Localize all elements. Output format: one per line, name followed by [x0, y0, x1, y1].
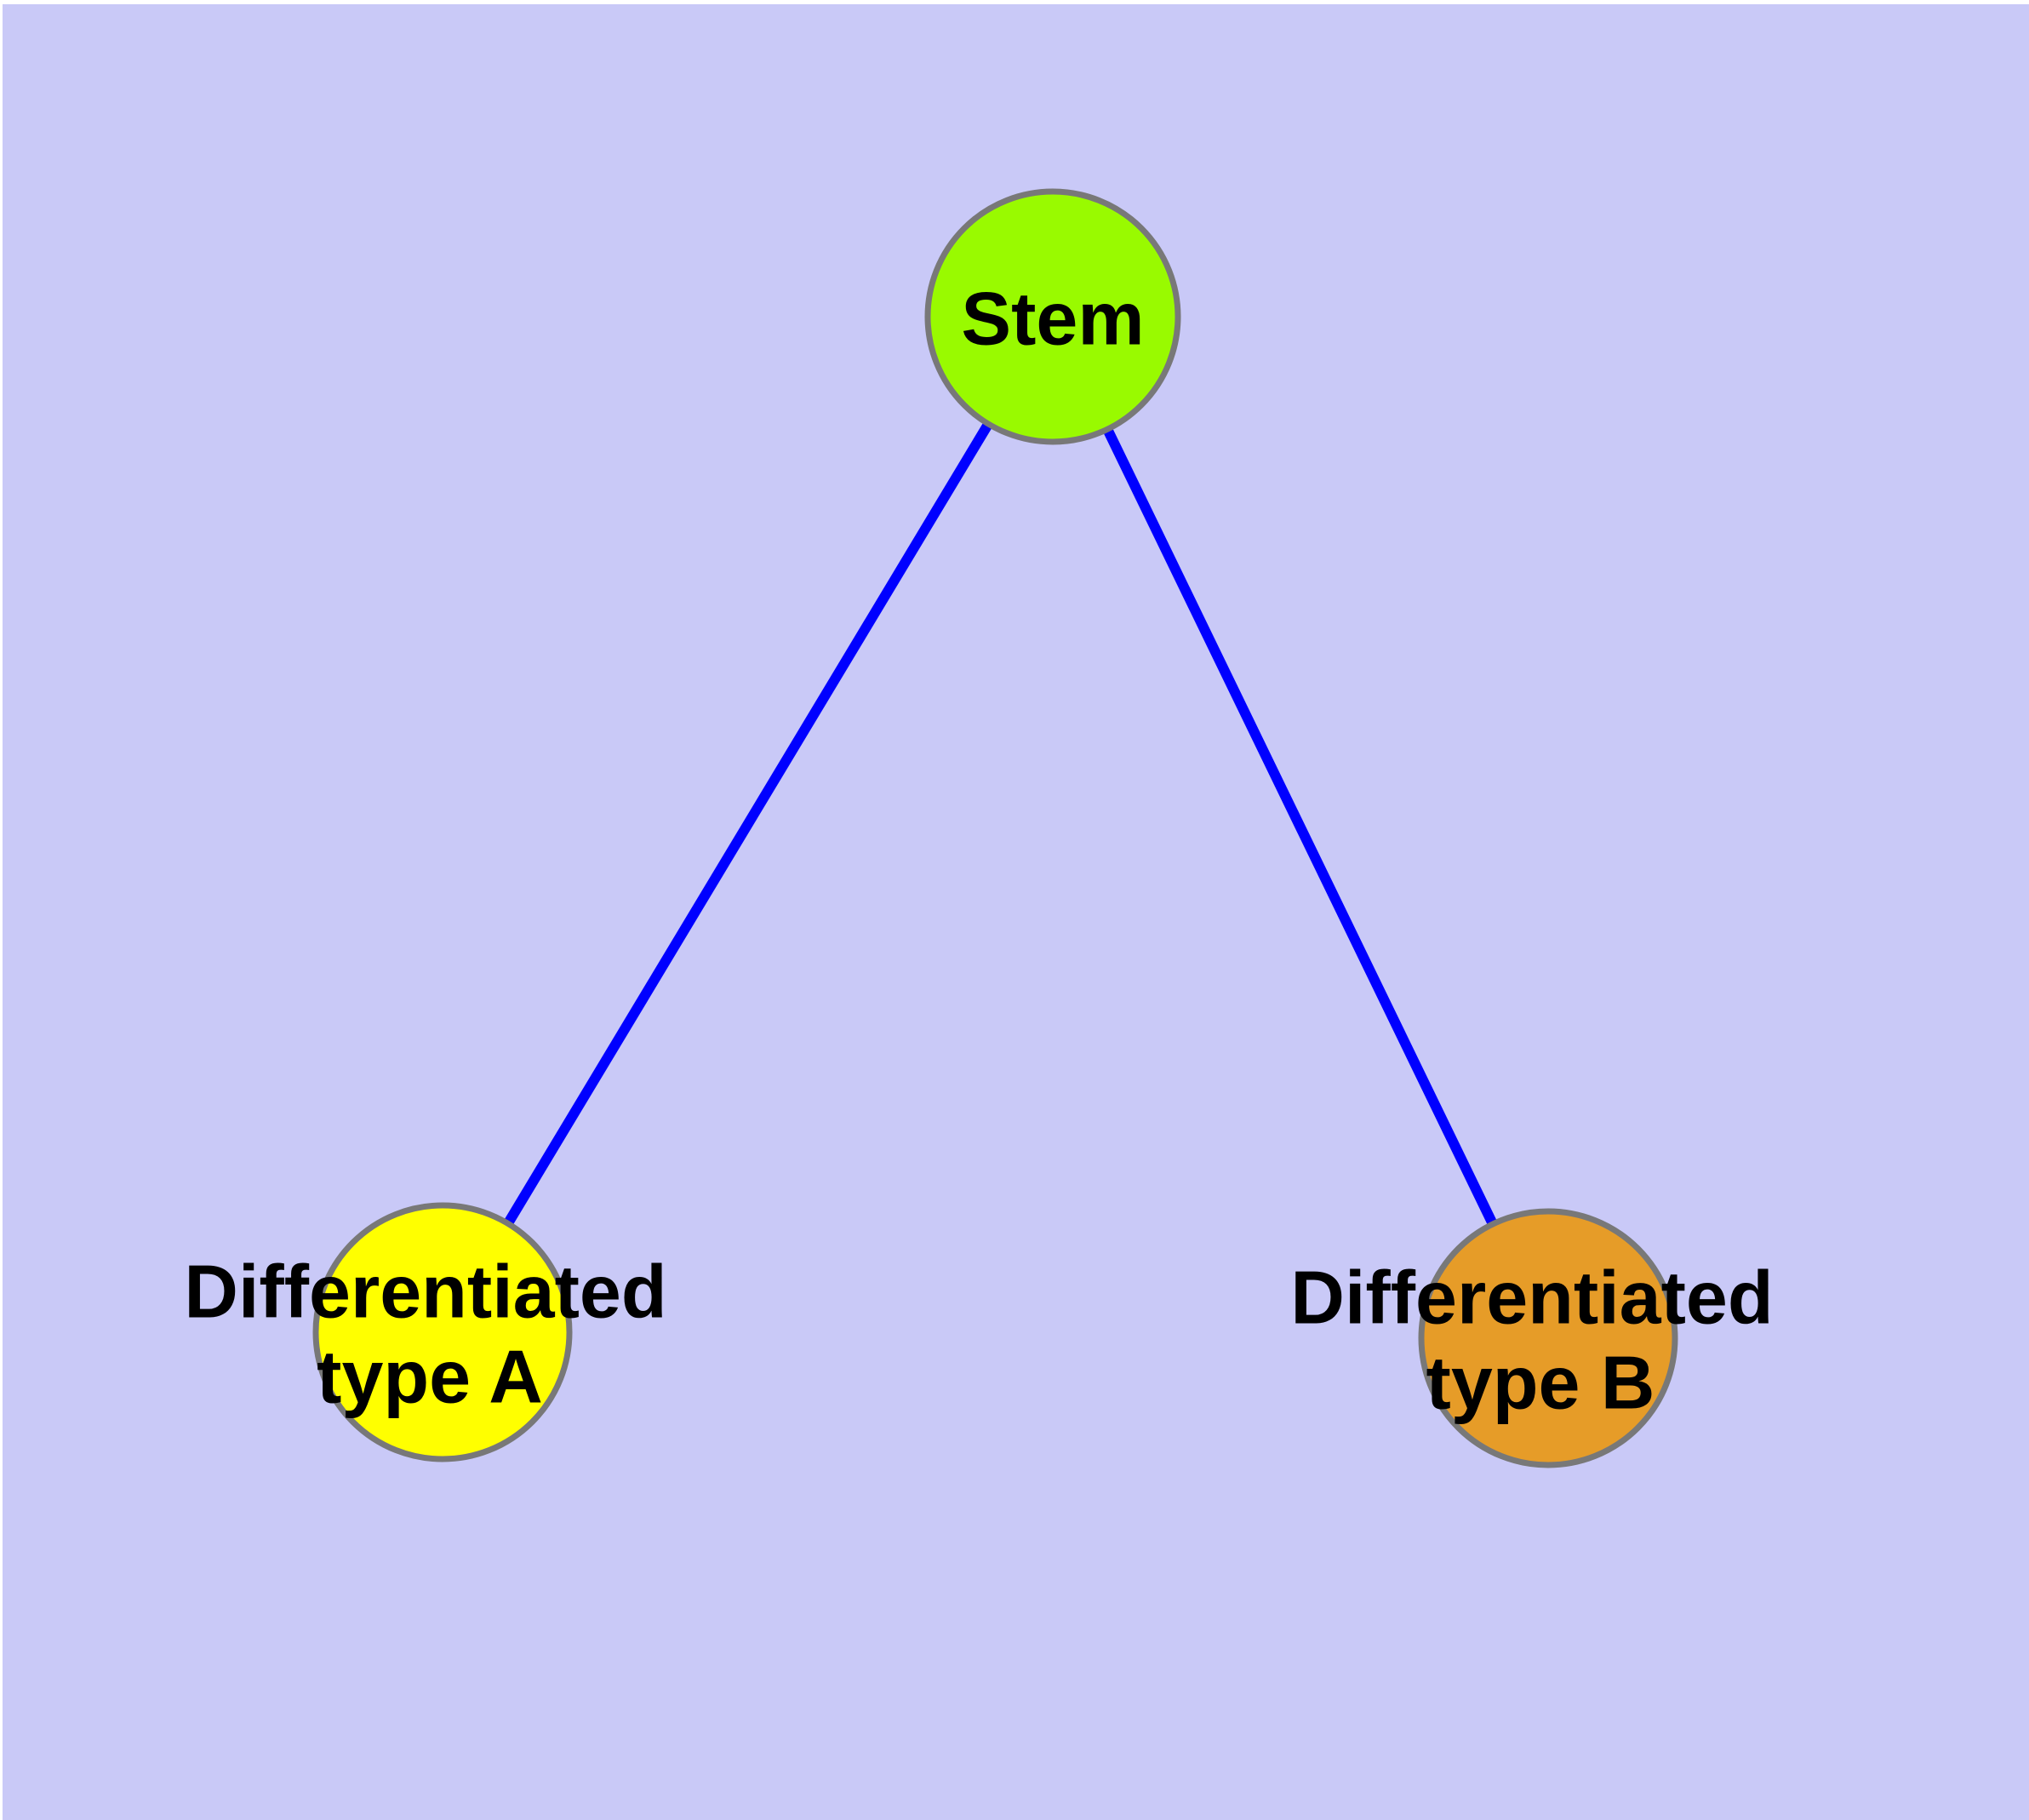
- edge-stem-to-type-b: [1048, 314, 1553, 1341]
- node-type-a: [312, 1202, 573, 1462]
- node-stem: [924, 188, 1181, 445]
- node-type-b-label-line1: Differentiated: [1290, 1256, 1773, 1340]
- node-type-a-label-line1: Differentiated: [184, 1250, 666, 1334]
- edge-stem-to-type-a: [437, 313, 1058, 1336]
- node-type-a-label-line2: type A: [317, 1335, 543, 1419]
- node-type-b-label-line2: type B: [1426, 1341, 1655, 1425]
- node-stem-label: Stem: [961, 277, 1144, 361]
- node-type-b: [1418, 1208, 1678, 1468]
